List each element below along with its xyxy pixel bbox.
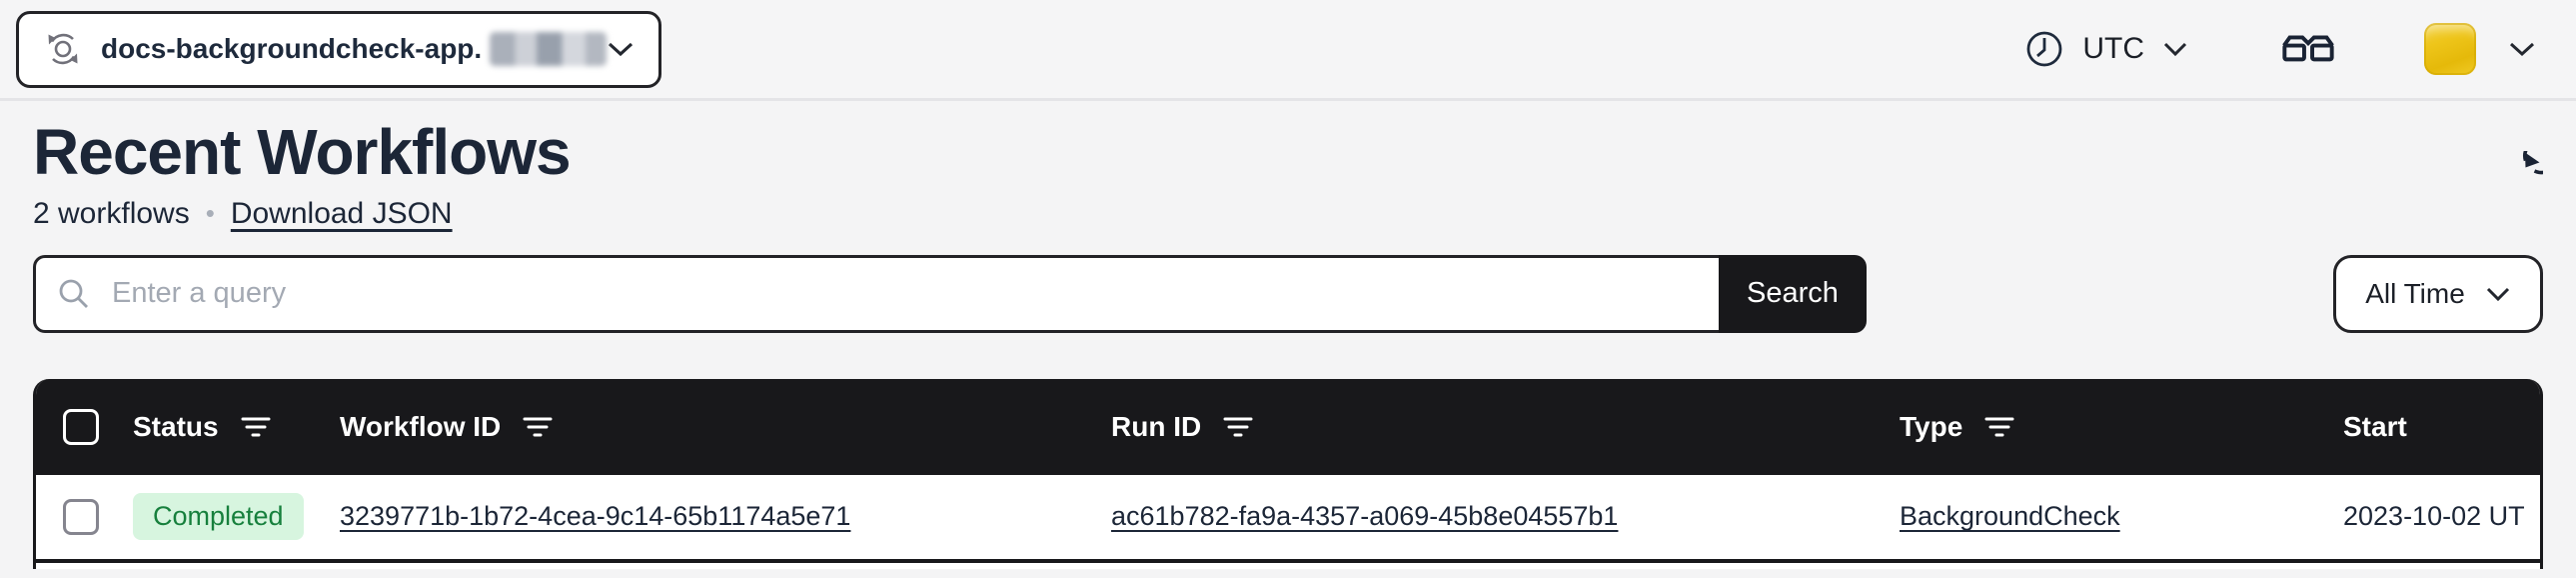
select-all-checkbox[interactable] <box>63 408 99 445</box>
type-link[interactable]: BackgroundCheck <box>1900 501 2120 532</box>
column-header-workflow-id: Workflow ID <box>340 411 1111 443</box>
status-badge: Completed <box>133 493 304 541</box>
search-icon <box>57 277 91 311</box>
table-row[interactable]: Completed 3239771b-1b72-4cea-9c14-65b117… <box>36 474 2540 563</box>
bullet-separator: • <box>205 198 215 229</box>
timezone-label: UTC <box>2082 32 2144 65</box>
time-range-filter[interactable]: All Time <box>2333 254 2543 333</box>
download-json-link[interactable]: Download JSON <box>230 196 453 230</box>
filter-icon[interactable] <box>1984 415 2014 439</box>
row-checkbox[interactable] <box>63 498 99 535</box>
page-title-block: Recent Workflows 2 workflows • Download … <box>33 116 572 231</box>
timezone-selector[interactable]: UTC <box>2024 29 2188 69</box>
query-group: Search <box>33 254 1867 333</box>
avatar[interactable] <box>2424 23 2476 75</box>
column-header-run-id: Run ID <box>1111 411 1900 443</box>
main-content: Recent Workflows 2 workflows • Download … <box>0 116 2576 569</box>
filter-icon[interactable] <box>523 415 553 439</box>
namespace-selector[interactable]: docs-backgroundcheck-app. <box>16 10 661 88</box>
status-cell: Completed <box>133 493 340 541</box>
search-button[interactable]: Search <box>1719 254 1867 333</box>
type-cell: BackgroundCheck <box>1900 501 2343 532</box>
page-header: Recent Workflows 2 workflows • Download … <box>33 116 2543 231</box>
workflow-id-link[interactable]: 3239771b-1b72-4cea-9c14-65b1174a5e71 <box>340 501 851 532</box>
column-header-type: Type <box>1900 411 2343 443</box>
row-checkbox-cell <box>63 498 133 535</box>
chevron-down-icon <box>2485 286 2511 302</box>
query-input-wrap <box>33 254 1719 333</box>
run-id-cell: ac61b782-fa9a-4357-a069-45b8e04557b1 <box>1111 501 1900 532</box>
column-header-status: Status <box>133 411 340 443</box>
workflow-id-cell: 3239771b-1b72-4cea-9c14-65b1174a5e71 <box>340 501 1111 532</box>
refresh-button[interactable] <box>2495 151 2543 199</box>
workflow-count: 2 workflows <box>33 196 190 230</box>
chevron-down-icon <box>2508 40 2536 58</box>
page-title: Recent Workflows <box>33 116 572 188</box>
chevron-down-icon <box>607 40 635 58</box>
start-cell: 2023-10-02 UT <box>2343 501 2525 532</box>
namespace-label: docs-backgroundcheck-app. <box>101 33 483 64</box>
account-menu[interactable] <box>2424 23 2536 75</box>
time-range-label: All Time <box>2365 277 2465 309</box>
workflows-table: Status Workflow ID Run ID <box>33 378 2543 569</box>
search-row: Search All Time <box>33 254 2543 333</box>
clock-icon <box>2024 29 2064 69</box>
filter-icon[interactable] <box>1223 415 1253 439</box>
labs-glasses-icon[interactable] <box>2280 34 2336 64</box>
namespace-sync-icon <box>43 29 83 69</box>
table-header-row: Status Workflow ID Run ID <box>36 378 2540 475</box>
page-subline: 2 workflows • Download JSON <box>33 197 571 231</box>
next-table-row-partial <box>36 562 2540 569</box>
header-checkbox-cell <box>63 408 133 445</box>
namespace-redacted-segment <box>490 32 607 66</box>
run-id-link[interactable]: ac61b782-fa9a-4357-a069-45b8e04557b1 <box>1111 501 1619 532</box>
filter-icon[interactable] <box>241 415 271 439</box>
chevron-down-icon <box>2162 41 2188 57</box>
topbar-right-cluster: UTC <box>2024 23 2536 75</box>
column-header-start: Start <box>2343 410 2407 442</box>
top-navigation-bar: docs-backgroundcheck-app. UTC <box>0 0 2576 101</box>
query-input[interactable] <box>33 254 1719 333</box>
